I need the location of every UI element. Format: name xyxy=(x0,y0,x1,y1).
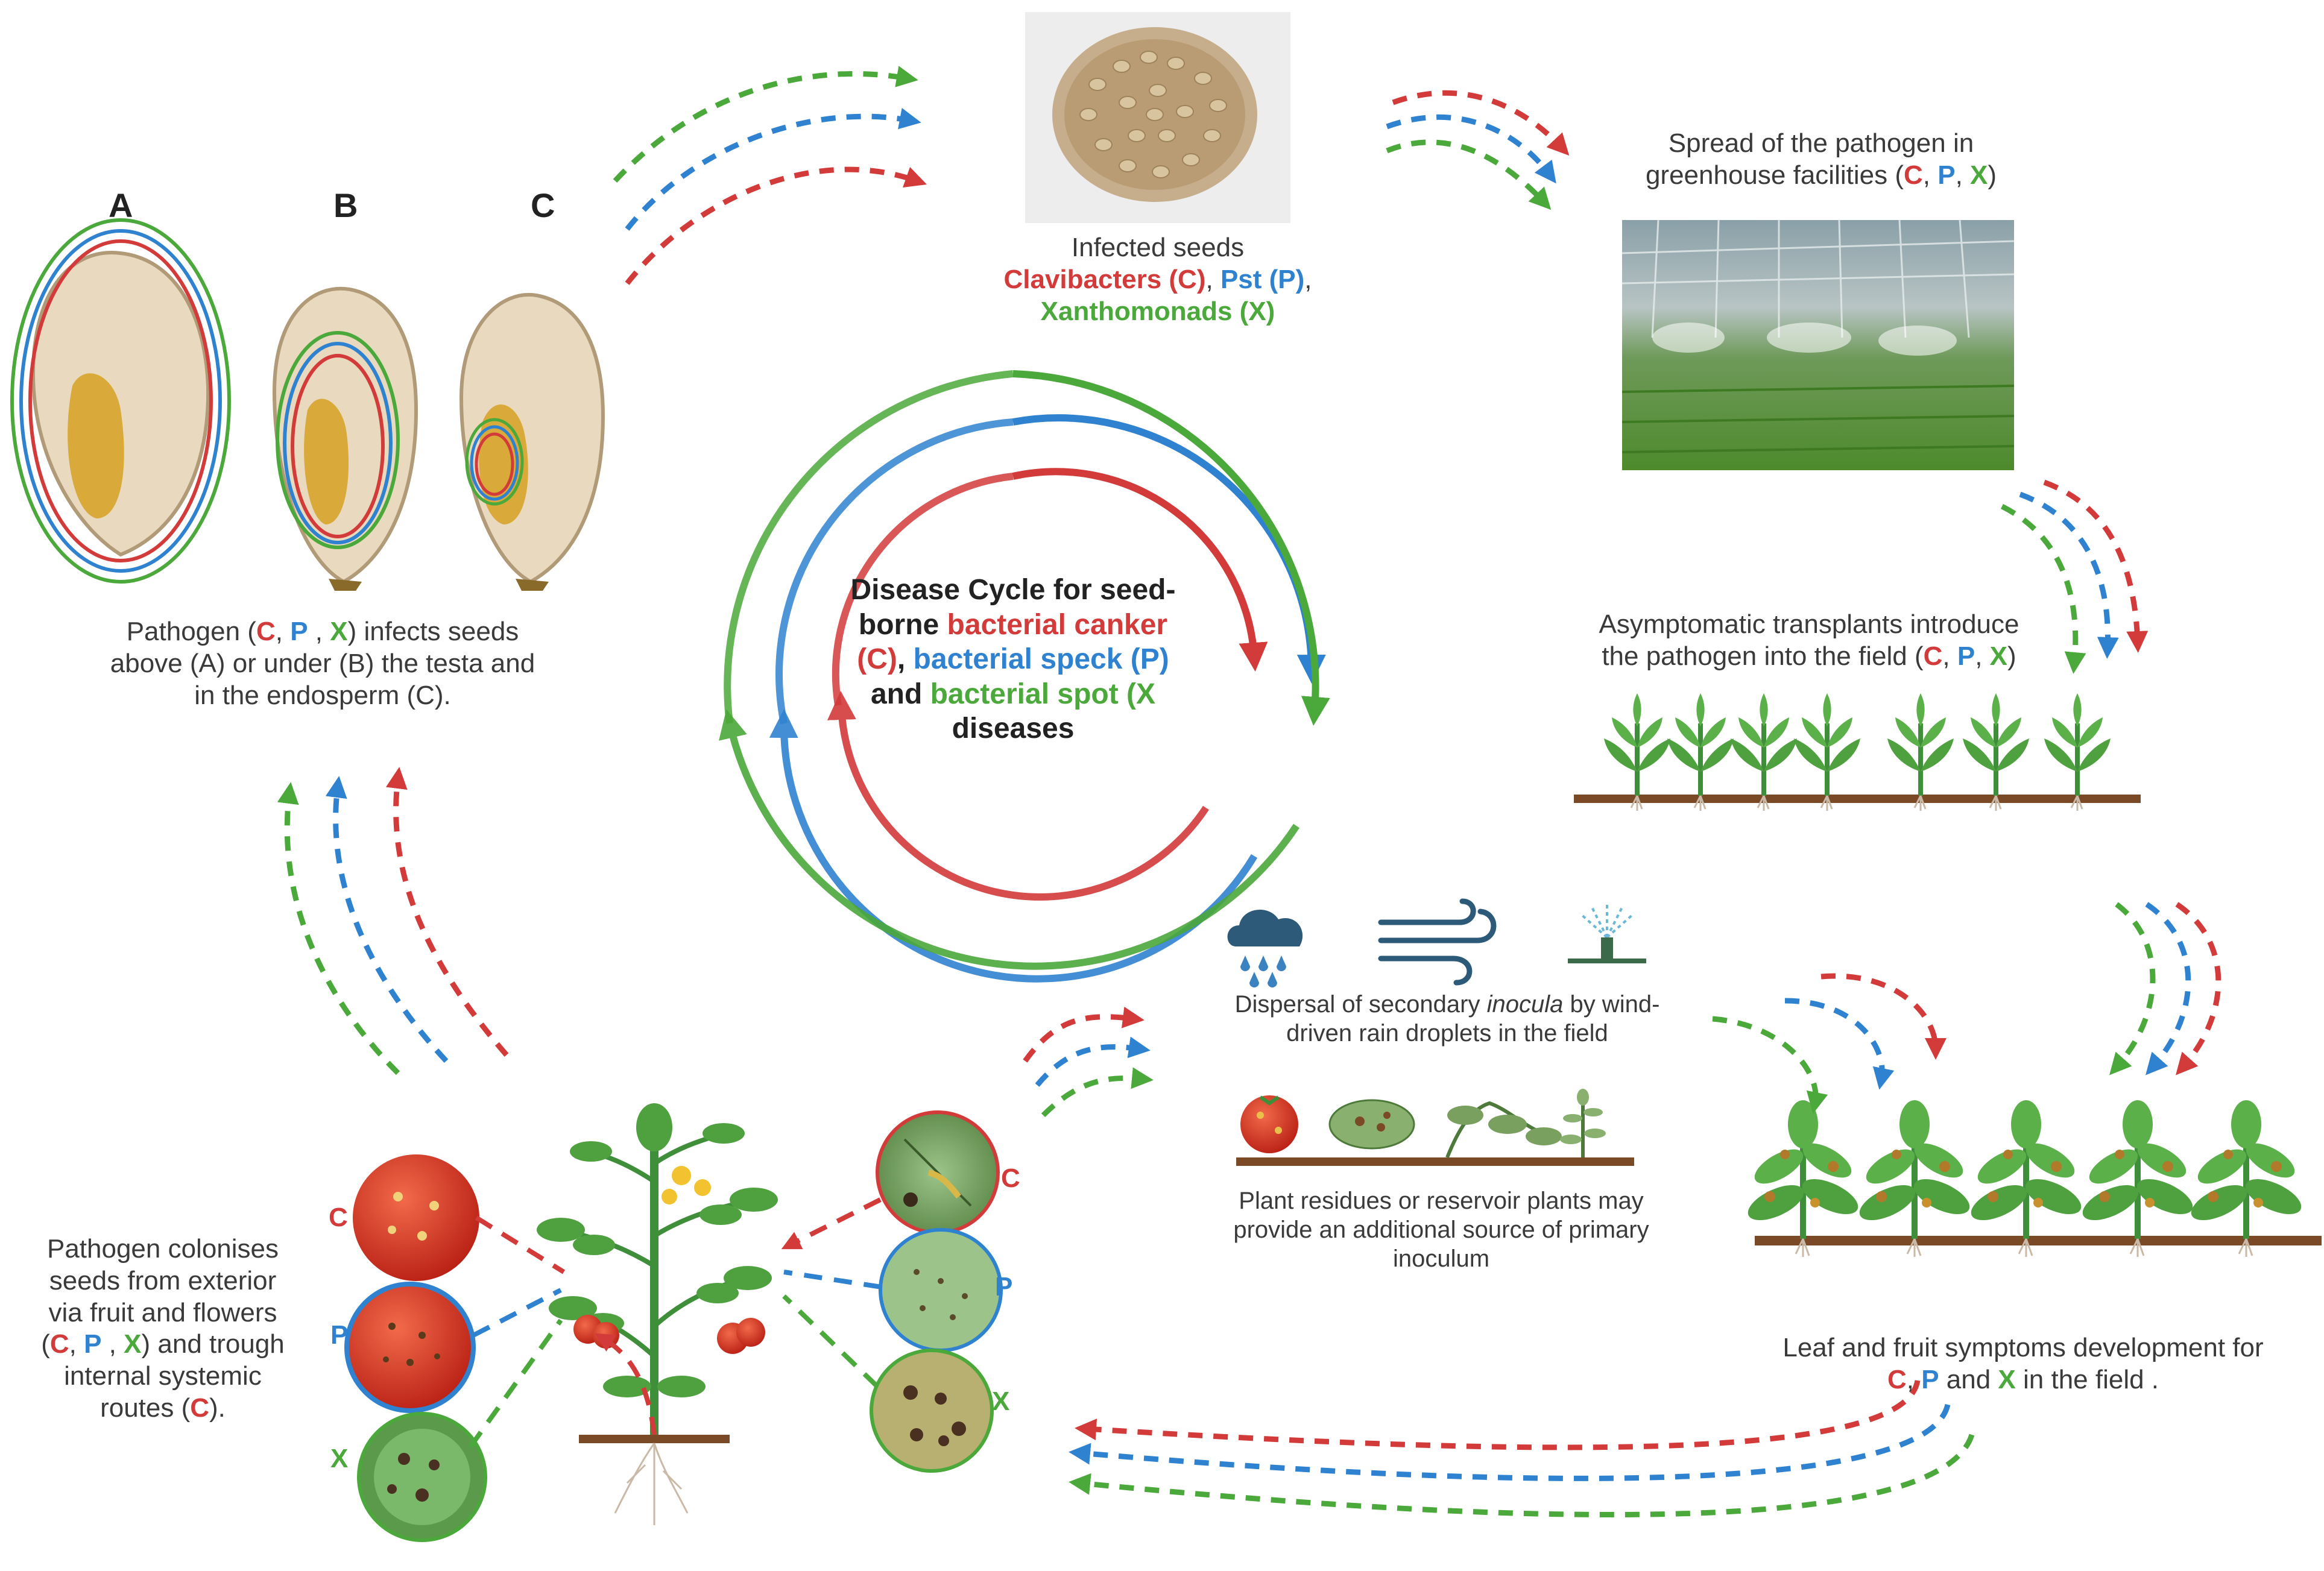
fruit-letter-c: C xyxy=(329,1203,348,1232)
infected-seeds-caption: Infected seeds Clavibacters (C), Pst (P)… xyxy=(953,232,1363,327)
leaf-letter-x: X xyxy=(992,1387,1010,1416)
flow-arrows xyxy=(277,66,2221,1518)
colonise-caption: Pathogen colonises seeds from exterior v… xyxy=(41,1234,285,1423)
infected-seeds-title: Infected seeds xyxy=(1071,233,1245,262)
symptoms-caption: Leaf and fruit symptoms development for … xyxy=(1782,1333,2264,1394)
fruit-symptom-c xyxy=(353,1154,479,1281)
transplant-row xyxy=(1574,693,2141,811)
leaf-letter-p: P xyxy=(995,1272,1013,1302)
seed-b-illustration xyxy=(272,286,418,591)
tomato-plant xyxy=(537,1103,778,1525)
seed-a-illustration xyxy=(10,218,231,584)
rain-cloud-icon xyxy=(1227,909,1303,987)
fruit-letter-x: X xyxy=(330,1444,349,1473)
plant-residues-row xyxy=(1236,1089,1634,1166)
seed-label-a: A xyxy=(109,186,133,224)
leaf-symptom-c xyxy=(876,1110,1000,1235)
seed-caption: Pathogen (C, P , X) infects seeds above … xyxy=(110,617,535,710)
wind-icon xyxy=(1378,898,1497,986)
seed-label-b: B xyxy=(333,186,358,224)
fruit-symptom-p xyxy=(344,1282,476,1413)
greenhouse-caption: Spread of the pathogen in greenhouse fac… xyxy=(1645,128,1997,190)
central-cycle-arrows xyxy=(719,370,1330,983)
leaf-symptom-p xyxy=(879,1228,1003,1352)
sprinkler-icon xyxy=(1568,904,1646,963)
fruit-letter-p: P xyxy=(330,1320,349,1350)
dispersal-caption: Dispersal of secondary inocula by wind- … xyxy=(1234,991,1660,1047)
leaf-letter-c: C xyxy=(1001,1163,1020,1193)
transplants-caption: Asymptomatic transplants introduce the p… xyxy=(1599,609,2019,671)
fruit-symptom-x xyxy=(357,1412,487,1542)
seed-c-illustration xyxy=(459,292,605,591)
field-plants-row xyxy=(1743,1100,2322,1257)
infected-seeds-photo xyxy=(1025,12,1290,223)
residues-caption: Plant residues or reservoir plants may p… xyxy=(1233,1188,1649,1272)
leaf-connectors xyxy=(781,1197,882,1388)
fruit-connectors xyxy=(468,1215,657,1449)
greenhouse-photo xyxy=(1621,219,2015,470)
seed-label-c: C xyxy=(531,186,555,224)
leaf-symptom-x xyxy=(870,1349,994,1473)
cycle-center-title: Disease Cycle for seed- borne bacterial … xyxy=(850,574,1176,745)
